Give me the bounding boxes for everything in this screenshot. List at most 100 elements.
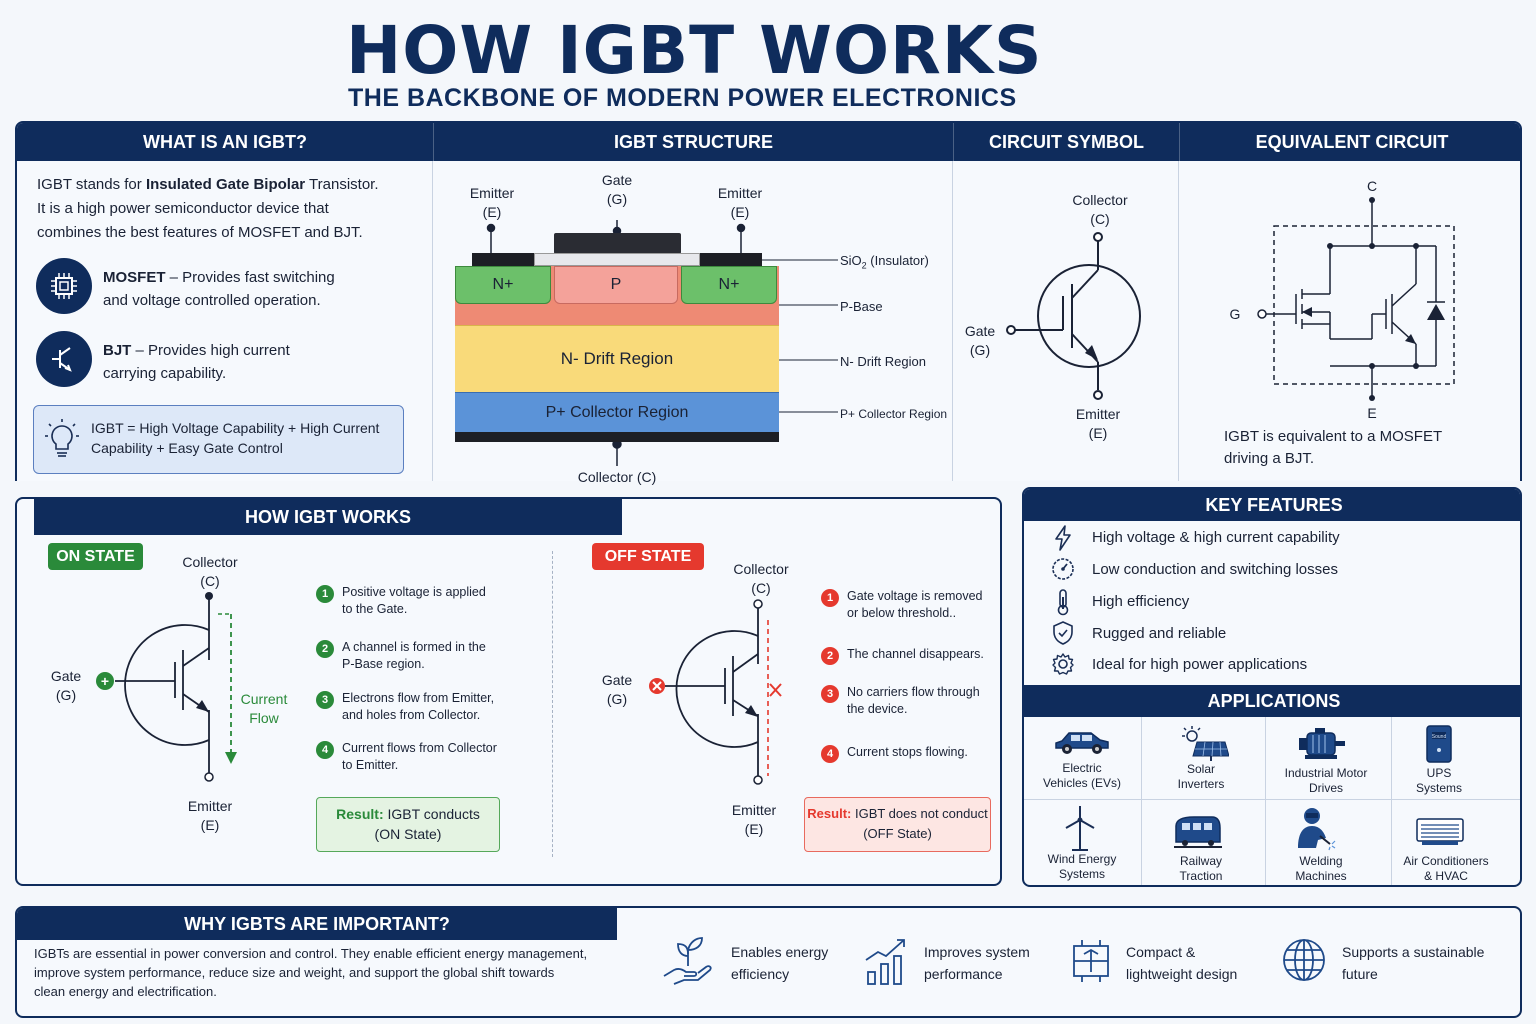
page-subtitle: THE BACKBONE OF MODERN POWER ELECTRONICS [348, 84, 1017, 112]
emitter-contact-left [472, 253, 534, 266]
on-state-badge: ON STATE [48, 543, 143, 570]
divider [952, 161, 953, 481]
formula-box: IGBT = High Voltage Capability + High Cu… [33, 405, 404, 474]
svg-text:+: + [101, 673, 109, 689]
equivalent-circuit [1257, 197, 1455, 401]
step-number: 3 [316, 691, 334, 709]
igbt-symbol [1006, 232, 1141, 400]
p-base-label: P-Base [840, 299, 883, 314]
solar-panel-icon [1182, 726, 1229, 761]
divider [1391, 717, 1392, 885]
symbol-gate-label: Gate(G) [964, 323, 996, 358]
symbol-emitter-label: Emitter(E) [1075, 406, 1121, 441]
divider [1265, 717, 1266, 885]
p-region: P [554, 266, 678, 304]
collector-region-label: P+ Collector Region [840, 407, 948, 421]
globe-icon [1283, 939, 1325, 981]
wind-turbine-icon [1065, 806, 1095, 851]
divider [1141, 717, 1142, 885]
off-state-symbol [649, 599, 782, 785]
on-emitter-label: Emitter(E) [187, 798, 233, 833]
thermometer-icon [1057, 589, 1069, 616]
structure-wires [486, 220, 838, 466]
divider [432, 161, 433, 481]
on-collector-label: Collector(C) [182, 554, 238, 589]
lightbulb-icon [44, 418, 80, 465]
compact-module-icon [1073, 940, 1109, 982]
gate-label: Gate(G) [601, 172, 633, 207]
formula-text: IGBT = High Voltage Capability + High Cu… [91, 420, 380, 456]
off-collector-label: Collector(C) [733, 561, 789, 596]
feature-item: High voltage & high current capability [1092, 529, 1340, 546]
on-state-symbol: + [96, 592, 237, 782]
intro-text: IGBT stands for Insulated Gate Bipolar T… [37, 176, 379, 241]
why-text: IGBTs are essential in power conversion … [34, 946, 588, 999]
feature-item: Low conduction and switching losses [1092, 561, 1338, 578]
step-number: 1 [316, 585, 334, 603]
lightning-icon [1055, 525, 1071, 551]
ups-icon: Sound [1426, 725, 1452, 763]
symbol-header: CIRCUIT SYMBOL [953, 123, 1179, 161]
growth-chart-icon [865, 939, 905, 985]
why-panel: WHY IGBTS ARE IMPORTANT? [15, 906, 1522, 1018]
gear-icon [1052, 653, 1074, 675]
drift-label: N- Drift Region [840, 354, 926, 369]
n-plus-right: N+ [681, 266, 777, 304]
applications-header: APPLICATIONS [1024, 685, 1520, 717]
symbol-collector-label: Collector(C) [1072, 192, 1128, 227]
what-is-header: WHAT IS AN IGBT? [17, 123, 433, 161]
air-conditioner-icon [1416, 818, 1464, 845]
emitter-right-label: Emitter(E) [717, 185, 763, 220]
step-number: 2 [821, 647, 839, 665]
n-plus-left: N+ [455, 266, 551, 304]
train-icon [1174, 816, 1222, 848]
divider [1178, 161, 1179, 481]
ups-device-text: Sound [1432, 734, 1447, 740]
step-number: 4 [316, 741, 334, 759]
equiv-g-label: G [1229, 306, 1241, 322]
oxide-layer [534, 253, 700, 266]
equiv-e-label: E [1367, 405, 1377, 421]
collector-metal [455, 432, 779, 442]
plant-hand-icon [663, 937, 712, 985]
emitter-contact-right [700, 253, 762, 266]
feature-item: High efficiency [1092, 593, 1190, 610]
feature-item: Ideal for high power applications [1092, 656, 1308, 673]
transistor-icon [36, 331, 92, 387]
step-text: Current stops flowing. [847, 745, 968, 759]
sio2-label: SiO2 (Insulator) [840, 253, 929, 271]
off-result-box: Result: IGBT does not conduct(OFF State) [804, 797, 991, 852]
structure-collector-label: Collector (C) [577, 469, 657, 485]
on-gate-label: Gate(G) [50, 668, 82, 703]
equivalent-header: EQUIVALENT CIRCUIT [1179, 123, 1520, 161]
step-text: The channel disappears. [847, 647, 984, 661]
benefit-item: Compact &lightweight design [1126, 944, 1238, 982]
structure-header: IGBT STRUCTURE [433, 123, 953, 161]
collector-region: P+ Collector Region [455, 392, 779, 432]
feature-item: Rugged and reliable [1092, 625, 1227, 642]
step-number: 3 [821, 685, 839, 703]
welder-icon [1298, 808, 1336, 851]
divider [1024, 799, 1520, 800]
step-text: Electrons flow from Emitter,and holes fr… [342, 691, 495, 722]
car-icon [1055, 732, 1109, 754]
gauge-icon [1052, 558, 1074, 580]
on-result-box: Result: IGBT conducts(ON State) [316, 797, 500, 852]
